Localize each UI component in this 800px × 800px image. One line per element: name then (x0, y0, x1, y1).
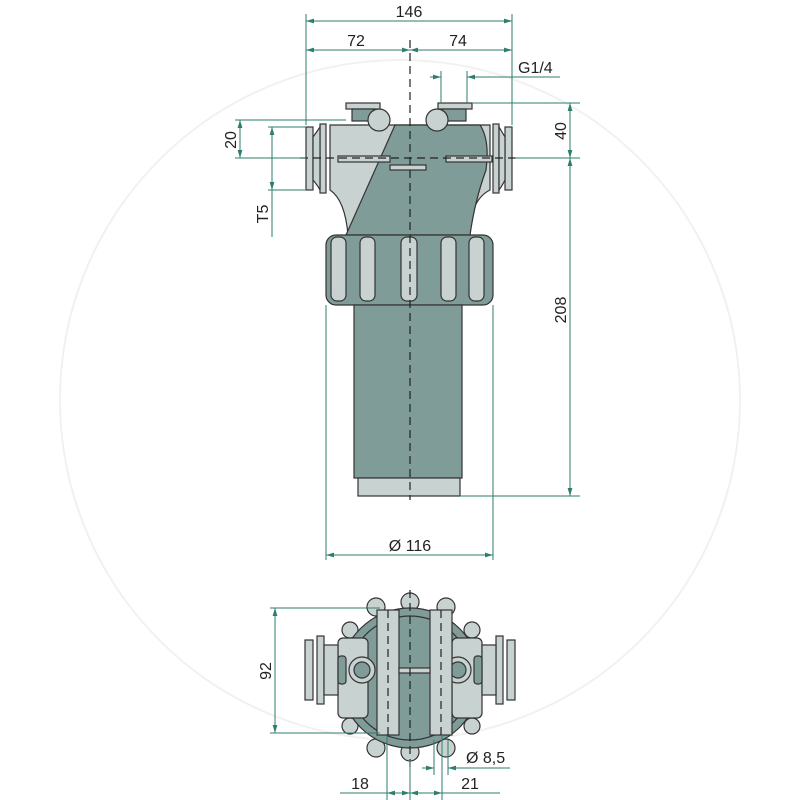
drawing-part (440, 236, 457, 302)
drawing-part (359, 236, 376, 302)
bottom-dimensions: 92 18 21 Ø 8,5 (258, 607, 510, 800)
drawing-part (316, 635, 325, 705)
dim-diameter: Ø 116 (389, 538, 432, 555)
drawing-part (495, 635, 504, 705)
drawing-part (337, 655, 347, 685)
dim-bottom-height: 92 (258, 662, 275, 680)
drawing-part (304, 639, 314, 701)
drawing-part (445, 155, 493, 163)
dim-hole-spacing-right: 21 (461, 776, 479, 793)
top-boss-right (437, 102, 473, 110)
drawing-part (473, 655, 483, 685)
gauge-port-right (425, 108, 449, 132)
drawing-part (481, 644, 497, 696)
drawing-part (506, 639, 516, 701)
dim-gauge-port: G1/4 (518, 60, 553, 77)
bottom-view (304, 590, 516, 770)
bowl-bottom (357, 477, 461, 497)
filter-head-shade (345, 124, 488, 236)
dim-overall-width: 146 (396, 4, 423, 21)
drawing-part (398, 667, 431, 674)
dim-port-height: 40 (553, 122, 570, 140)
dim-body-height: 208 (553, 297, 570, 324)
dim-hole-diameter: Ø 8,5 (466, 750, 505, 767)
drawing-part (400, 236, 418, 302)
drawing-part (337, 155, 391, 163)
dim-hole-spacing-left: 18 (351, 776, 369, 793)
drawing-part (353, 661, 371, 679)
drawing-part (323, 644, 339, 696)
nut-ribs (330, 236, 485, 302)
drawing-part (389, 164, 427, 171)
top-boss-left (345, 102, 381, 110)
dim-left-width: 72 (347, 33, 365, 50)
filter-bowl (353, 304, 463, 479)
dim-right-width: 74 (449, 33, 467, 50)
side-dimensions: 146 72 74 G1/4 40 208 20 T5 Ø 116 (223, 4, 580, 560)
dim-port-offset: 20 (223, 131, 240, 149)
dim-thread: T5 (255, 205, 272, 224)
drawing-part (330, 236, 347, 302)
drawing-part (468, 236, 485, 302)
gauge-port-left (367, 108, 391, 132)
side-view (300, 40, 520, 500)
